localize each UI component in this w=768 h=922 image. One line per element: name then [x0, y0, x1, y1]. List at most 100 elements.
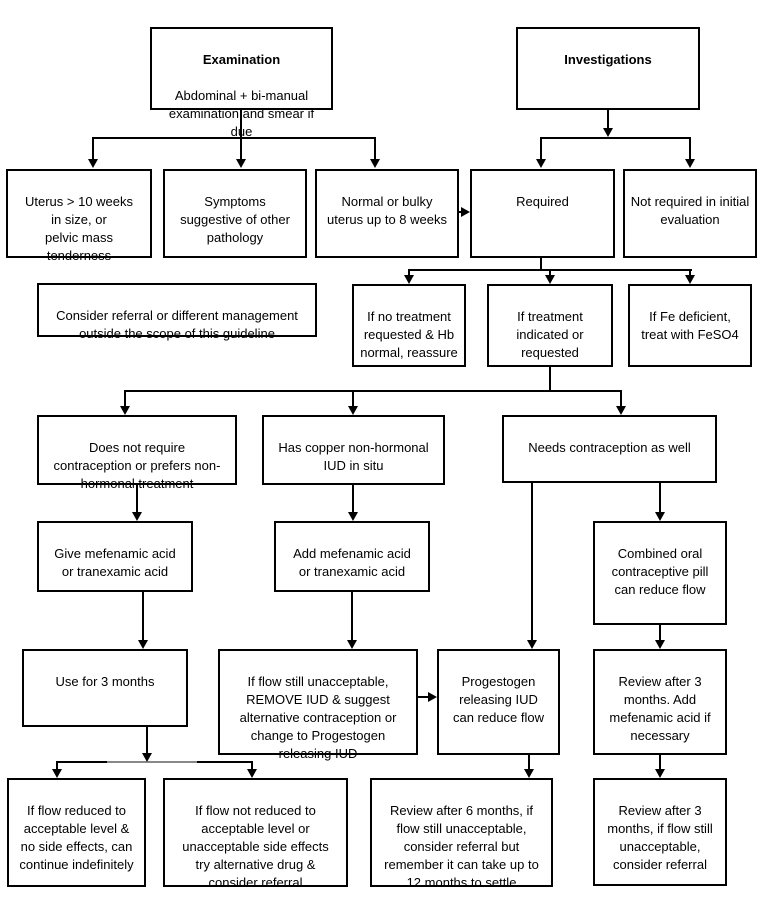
arrowhead-bulky-to-required	[461, 207, 470, 217]
edge-required-arm-mid	[549, 270, 551, 276]
node-review-3-months-add-mefenamic: Review after 3 months. Add mefenamic aci…	[593, 649, 727, 755]
node-flow-not-reduced-alternative: If flow not reduced to acceptable level …	[163, 778, 348, 890]
arrowhead-to-flow-not-reduced	[247, 769, 257, 778]
arrowhead-investigations-junction	[603, 128, 613, 137]
node-progestogen-iud-text: Progestogen releasing IUD can reduce flo…	[452, 674, 545, 725]
node-investigations-required-text: Required	[516, 194, 569, 209]
node-uterus-large-text: Uterus > 10 weeks in size, or pelvic mas…	[24, 194, 134, 263]
arrowhead-to-fe-deficient	[685, 275, 695, 284]
arrowhead-remove-to-progestogen	[428, 692, 437, 702]
arrowhead-to-needs-contraception	[616, 406, 626, 415]
edge-treatment-stem	[549, 367, 551, 392]
node-consider-referral: Consider referral or different managemen…	[37, 283, 317, 341]
node-review-3-months-add-mefenamic-text: Review after 3 months. Add mefenamic aci…	[609, 674, 711, 743]
node-combined-pill-text: Combined oral contraceptive pill can red…	[611, 546, 709, 597]
node-progestogen-iud: Progestogen releasing IUD can reduce flo…	[437, 649, 560, 755]
arrowhead-to-uterus-large	[88, 159, 98, 168]
edge-progestogen-to-review6	[528, 755, 530, 769]
node-flow-reduced-continue-text: If flow reduced to acceptable level & no…	[19, 803, 134, 872]
edge-needs-to-progestogen	[531, 483, 533, 640]
edge-examination-arm-mid	[240, 138, 242, 159]
node-review-6-months: Review after 6 months, if flow still una…	[370, 778, 553, 890]
edge-examination-stem	[240, 110, 242, 138]
arrowhead-to-normal-bulky	[370, 159, 380, 168]
arrowhead-to-review-6-months	[524, 769, 534, 778]
node-no-treatment-reassure-text: If no treatment requested & Hb normal, r…	[360, 309, 458, 360]
edge-add-to-remove-iud	[351, 592, 353, 640]
node-no-contraception-needed: Does not require contraception or prefer…	[37, 415, 237, 491]
node-investigations-not-required: Not required in initial evaluation	[623, 169, 757, 258]
node-consider-referral-text: Consider referral or different managemen…	[56, 308, 298, 341]
edge-use3months-bar-faded-segment	[107, 761, 197, 763]
edge-investigations-arm-left	[540, 138, 542, 159]
node-flow-not-reduced-alternative-text: If flow not reduced to acceptable level …	[182, 803, 329, 890]
arrowhead-to-flow-reduced	[52, 769, 62, 778]
node-investigations-required: Required	[470, 169, 615, 258]
node-remove-iud: If flow still unacceptable, REMOVE IUD &…	[218, 649, 418, 761]
node-remove-iud-text: If flow still unacceptable, REMOVE IUD &…	[239, 674, 397, 761]
edge-review3add-to-review3referral	[659, 755, 661, 769]
arrowhead-to-treatment-indicated	[545, 275, 555, 284]
arrowhead-use3months-junction	[142, 753, 152, 762]
edge-treatment-bar	[124, 390, 622, 392]
arrowhead-to-add-mefenamic	[348, 512, 358, 521]
edge-required-arm-right	[689, 270, 691, 276]
arrowhead-to-progestogen-iud	[527, 640, 537, 649]
arrowhead-to-required	[536, 159, 546, 168]
node-combined-pill: Combined oral contraceptive pill can red…	[593, 521, 727, 625]
node-review-3-months-referral-text: Review after 3 months, if flow still una…	[607, 803, 713, 872]
node-copper-iud-in-situ-text: Has copper non-hormonal IUD in situ	[278, 440, 429, 473]
node-uterus-large: Uterus > 10 weeks in size, or pelvic mas…	[6, 169, 152, 263]
edge-investigations-bar	[540, 137, 691, 139]
node-give-mefenamic-acid-text: Give mefenamic acid or tranexamic acid	[54, 546, 176, 579]
arrowhead-to-symptoms	[236, 159, 246, 168]
node-treatment-indicated: If treatment indicated or requested	[487, 284, 613, 367]
edge-required-arm-left	[408, 270, 410, 276]
node-add-mefenamic-acid: Add mefenamic acid or tranexamic acid	[274, 521, 430, 592]
arrowhead-to-give-mefenamic	[132, 512, 142, 521]
node-symptoms-other-pathology-text: Symptoms suggestive of other pathology	[180, 194, 290, 245]
edge-no-contraception-to-give	[136, 485, 138, 512]
node-give-mefenamic-acid: Give mefenamic acid or tranexamic acid	[37, 521, 193, 592]
edge-give-to-use3months	[142, 592, 144, 640]
edge-examination-arm-left	[92, 138, 94, 159]
arrowhead-to-no-treatment	[404, 275, 414, 284]
edge-needs-to-combined-pill	[659, 483, 661, 512]
node-review-3-months-referral: Review after 3 months, if flow still una…	[593, 778, 727, 886]
node-use-for-3-months: Use for 3 months	[22, 649, 188, 727]
edge-use3months-arm-left	[56, 763, 58, 769]
node-flow-reduced-continue: If flow reduced to acceptable level & no…	[7, 778, 146, 887]
node-fe-deficient: If Fe deficient, treat with FeSO4	[628, 284, 752, 367]
node-no-contraception-needed-text: Does not require contraception or prefer…	[53, 440, 221, 491]
node-investigations-title: Investigations	[564, 52, 652, 67]
edge-investigations-stem	[607, 110, 609, 128]
arrowhead-to-combined-pill	[655, 512, 665, 521]
node-use-for-3-months-text: Use for 3 months	[55, 674, 155, 689]
edge-examination-arm-right	[374, 138, 376, 159]
edge-pill-to-review3add	[659, 625, 661, 640]
arrowhead-to-review-3-referral	[655, 769, 665, 778]
edge-copper-to-add	[352, 485, 354, 512]
node-no-treatment-reassure: If no treatment requested & Hb normal, r…	[352, 284, 466, 367]
arrowhead-to-review-3-add	[655, 640, 665, 649]
arrowhead-to-no-contraception	[120, 406, 130, 415]
node-investigations: Investigations	[516, 27, 700, 110]
node-investigations-not-required-text: Not required in initial evaluation	[630, 194, 750, 227]
node-normal-bulky-uterus-text: Normal or bulky uterus up to 8 weeks	[327, 194, 447, 227]
node-needs-contraception-text: Needs contraception as well	[528, 440, 691, 455]
arrowhead-to-use-3-months	[138, 640, 148, 649]
node-examination-body: Abdominal + bi-manual examination and sm…	[168, 88, 315, 139]
arrowhead-to-not-required	[685, 159, 695, 168]
edge-required-stem	[540, 258, 542, 270]
edge-treatment-arm-mid	[352, 392, 354, 406]
node-examination: Examination Abdominal + bi-manual examin…	[150, 27, 333, 139]
arrowhead-to-remove-iud	[347, 640, 357, 649]
node-review-6-months-text: Review after 6 months, if flow still una…	[384, 803, 539, 890]
node-add-mefenamic-acid-text: Add mefenamic acid or tranexamic acid	[293, 546, 411, 579]
node-fe-deficient-text: If Fe deficient, treat with FeSO4	[641, 309, 739, 342]
node-symptoms-other-pathology: Symptoms suggestive of other pathology	[163, 169, 307, 258]
edge-investigations-arm-right	[689, 138, 691, 159]
node-normal-bulky-uterus: Normal or bulky uterus up to 8 weeks	[315, 169, 459, 258]
edge-treatment-arm-right	[620, 392, 622, 406]
